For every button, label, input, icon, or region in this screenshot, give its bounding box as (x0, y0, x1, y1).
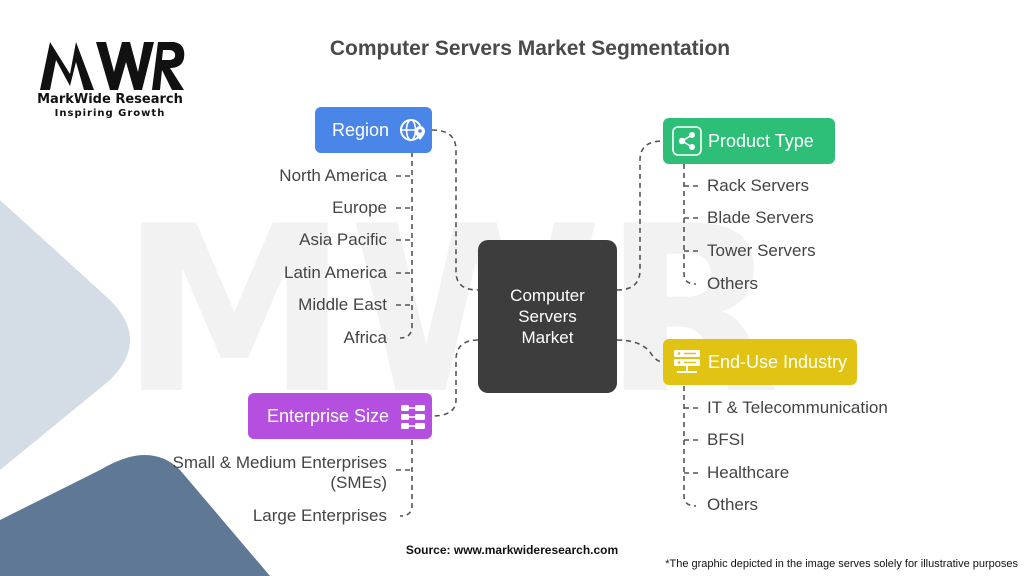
region-label: Region (332, 119, 390, 140)
end-use-industry-label: End-Use Industry (708, 351, 848, 372)
list-item: Healthcare (707, 463, 790, 482)
list-item: Rack Servers (707, 176, 810, 195)
page-title: Computer Servers Market Segmentation (329, 37, 731, 60)
brand-logo: MarkWide Research Inspiring Growth (30, 40, 190, 120)
list-item: Blade Servers (707, 208, 814, 227)
hierarchy-icon (401, 405, 426, 429)
list-item: IT & Telecommunication (707, 398, 888, 417)
list-item: Middle East (298, 295, 387, 314)
product-type-label: Product Type (708, 130, 814, 151)
region-category: Region (315, 107, 432, 153)
source-text: Source: www.markwideresearch.com (405, 543, 619, 557)
center-node: Computer Servers Market (478, 240, 617, 393)
list-item: Asia Pacific (299, 230, 387, 249)
list-item: Small & Medium Enterprises (SMEs) (172, 453, 387, 492)
list-item: Latin America (284, 263, 387, 282)
list-item: Tower Servers (707, 241, 816, 260)
brand-name: MarkWide Research (37, 92, 183, 107)
disclaimer-note: *The graphic depicted in the image serve… (665, 558, 1018, 570)
product-type-category: Product Type (663, 118, 835, 164)
enterprise-size-category: Enterprise Size (248, 393, 432, 439)
list-item: Others (707, 274, 759, 293)
enterprise-size-label: Enterprise Size (267, 405, 390, 426)
svg-text:MWR: MWR (120, 178, 780, 445)
center-label: Computer Servers Market (510, 286, 585, 347)
brand-tagline: Inspiring Growth (54, 108, 166, 119)
mwr-logo-mark-icon (40, 42, 185, 90)
list-item: Africa (343, 328, 387, 347)
list-item: North America (279, 166, 387, 185)
end-use-industry-category: End-Use Industry (663, 339, 857, 385)
server-rack-icon (674, 350, 700, 373)
globe-location-icon (400, 119, 426, 141)
list-item: BFSI (707, 430, 745, 449)
list-item: Large Enterprises (252, 506, 387, 525)
share-nodes-icon (672, 126, 702, 156)
list-item: Others (707, 495, 759, 514)
list-item: Europe (332, 198, 387, 217)
